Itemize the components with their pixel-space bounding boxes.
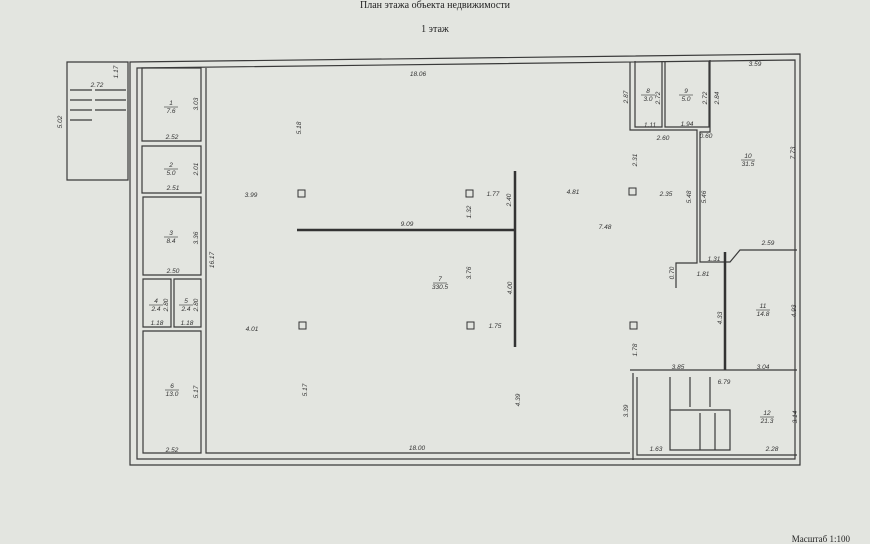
dimension-label: 1.63 — [650, 446, 663, 453]
room-area: 7.6 — [166, 108, 175, 115]
dimension-label: 18.06 — [410, 71, 427, 78]
dimension-label: 2.01 — [193, 162, 200, 176]
scale-label: Масштаб 1:100 — [791, 534, 850, 544]
dimension-label: 1.81 — [697, 271, 710, 278]
dimension-label: 3.85 — [672, 364, 685, 371]
dimension-label: 2.72 — [702, 91, 709, 105]
room-number: 6 — [170, 383, 174, 390]
dimension-label: 7.73 — [790, 146, 797, 159]
room-area: 21.3 — [760, 418, 774, 425]
dimension-label: 9.09 — [401, 221, 414, 228]
room-area: 330.5 — [432, 284, 449, 291]
dimension-label: 2.51 — [166, 185, 180, 192]
dimension-label: 4.01 — [246, 326, 259, 333]
room-area: 5.0 — [166, 170, 175, 177]
dimension-label: 3.04 — [757, 364, 770, 371]
dimension-label: 3.03 — [193, 97, 200, 110]
room-area: 3.0 — [643, 96, 652, 103]
dimension-label: 2.35 — [659, 191, 673, 198]
dimension-labels: 2.721.175.023.032.522.012.513.3616.172.5… — [57, 61, 799, 454]
dimension-label: 3.39 — [623, 404, 630, 417]
dimension-label: 2.80 — [193, 298, 200, 312]
dimension-label: 1.18 — [151, 320, 164, 327]
dimension-label: 1.94 — [681, 121, 694, 128]
dimension-label: 2.40 — [506, 193, 513, 207]
dimension-label: 5.02 — [57, 115, 64, 128]
floor-label: 1 этаж — [421, 24, 449, 35]
dimension-label: 2.72 — [655, 91, 662, 105]
room-number: 1 — [169, 100, 173, 107]
dimension-label: 3.36 — [193, 231, 200, 244]
room-number: 8 — [646, 88, 650, 95]
dimension-label: 6.79 — [718, 379, 731, 386]
dimension-label: 3.99 — [245, 192, 258, 199]
plan-title: План этажа объекта недвижимости — [360, 0, 510, 11]
dimension-label: 4.00 — [507, 281, 514, 294]
dimension-label: 16.17 — [209, 251, 216, 268]
dimension-label: 2.52 — [165, 134, 179, 141]
dimension-label: 2.84 — [714, 91, 721, 105]
dimension-label: 0.60 — [700, 133, 713, 140]
dimension-label: 1.77 — [487, 191, 500, 198]
dimension-label: 2.50 — [166, 268, 180, 275]
dimension-label: 2.52 — [165, 447, 179, 454]
dimension-label: 5.17 — [302, 383, 309, 396]
dimension-label: 5.48 — [686, 190, 693, 203]
dimension-label: 4.81 — [567, 189, 580, 196]
room-area: 2.4 — [180, 306, 190, 313]
dimension-label: 4.93 — [791, 304, 798, 317]
room-number: 12 — [763, 410, 771, 417]
dimension-label: 2.72 — [90, 82, 104, 89]
dimension-label: 1.17 — [113, 65, 120, 78]
dimension-label: 4.33 — [717, 311, 724, 324]
room-labels: 17.625.038.442.452.4613.07330.583.095.01… — [149, 88, 774, 425]
room-area: 5.0 — [681, 96, 690, 103]
room-number: 11 — [760, 303, 767, 310]
dimension-label: 3.14 — [792, 410, 799, 423]
dimension-label: 18.00 — [409, 445, 426, 452]
dimension-label: 1.18 — [181, 320, 194, 327]
room-area: 2.4 — [150, 306, 160, 313]
dimension-label: 1.32 — [466, 205, 473, 218]
room-area: 31.5 — [742, 161, 755, 168]
dimension-label: 3.59 — [749, 61, 762, 68]
dimension-label: 2.28 — [765, 446, 779, 453]
dimension-label: 2.59 — [761, 240, 775, 247]
room-area: 14.8 — [757, 311, 770, 318]
room-area: 8.4 — [166, 238, 175, 245]
dimension-label: 1.31 — [708, 256, 721, 263]
columns — [297, 187, 638, 330]
room-number: 2 — [168, 162, 173, 169]
dimension-label: 4.39 — [515, 393, 522, 406]
room-number: 3 — [169, 230, 173, 237]
dimension-label: 2.60 — [656, 135, 670, 142]
dimension-label: 3.76 — [466, 266, 473, 279]
dimension-label: 2.31 — [632, 153, 639, 167]
dimension-label: 5.17 — [193, 385, 200, 398]
room-number: 9 — [684, 88, 688, 95]
room-number: 10 — [744, 153, 752, 160]
dimension-label: 1.11 — [644, 122, 657, 129]
dimension-label: 2.80 — [163, 298, 170, 312]
room-number: 4 — [154, 298, 158, 305]
room-number: 5 — [184, 298, 188, 305]
dimension-label: 0.70 — [669, 266, 676, 279]
room-number: 7 — [438, 276, 442, 283]
dimension-label: 7.48 — [599, 224, 612, 231]
dimension-label: 1.75 — [489, 323, 502, 330]
walls — [66, 53, 801, 466]
room-area: 13.0 — [166, 391, 179, 398]
dimension-label: 1.78 — [632, 343, 639, 356]
dimension-label: 5.18 — [296, 121, 303, 134]
dimension-label: 2.87 — [623, 90, 630, 104]
dimension-label: 5.46 — [701, 190, 708, 203]
